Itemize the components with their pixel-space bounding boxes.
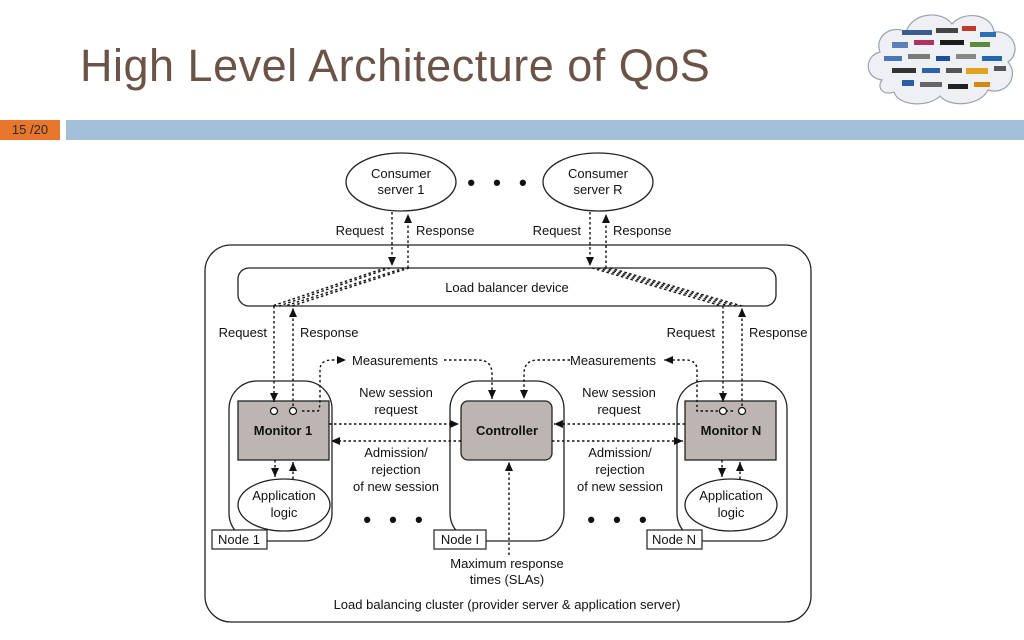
measurements-label-right: Measurements [570,353,656,368]
admission-right-line1: Admission/ [588,445,652,460]
response-label-right: Response [749,325,808,340]
controller-label: Controller [476,423,538,438]
monitor-1-probe-right [288,406,298,416]
node-1-container [228,380,333,542]
node-n-label: Node N [652,532,696,547]
node-i-label: Node I [441,532,479,547]
node-i-container [449,380,565,542]
response-label-top-right: Response [613,223,672,238]
vendor-logos-cloud-icon [867,14,1016,105]
monitor-n-probe-right [737,406,747,416]
admission-left-line2: rejection [371,462,420,477]
request-label-left: Request [219,325,268,340]
admission-left-line1: Admission/ [364,445,428,460]
consumer-1-line2: server 1 [378,182,425,197]
controller-box [460,400,553,461]
cluster-label: Load balancing cluster (provider server … [334,597,681,612]
load-balancer-label: Load balancer device [445,280,569,295]
node-ellipsis-right: • • • [587,507,652,532]
new-session-left-line2: request [374,402,418,417]
request-label-top-left: Request [336,223,385,238]
consumer-r-line2: server R [573,182,622,197]
consumer-1-line1: Consumer [371,166,432,181]
application-logic-n [684,478,778,532]
consumer-server-r [542,152,654,212]
monitor-1-label: Monitor 1 [254,423,313,438]
max-response-line1: Maximum response [450,556,563,571]
header-bar [66,120,1024,140]
monitor-n-probe-left [718,406,728,416]
admission-left-line3: of new session [353,479,439,494]
monitor-1-probe-left [269,406,279,416]
consumer-server-1 [345,152,457,212]
consumer-r-line1: Consumer [568,166,629,181]
request-label-right: Request [667,325,716,340]
max-response-line2: times (SLAs) [470,572,544,587]
slide-title: High Level Architecture of QoS [80,40,711,91]
application-logic-1 [237,478,331,532]
load-balancer-device [237,267,777,307]
load-balancing-cluster [204,244,812,623]
node-1-label-box [211,529,268,550]
consumer-ellipsis: • • • [467,170,532,195]
node-n-container [676,380,788,542]
new-session-left-line1: New session [359,385,433,400]
request-label-top-right: Request [533,223,582,238]
new-session-right-line1: New session [582,385,656,400]
app-logic-n-line2: logic [718,505,745,520]
admission-right-line3: of new session [577,479,663,494]
node-ellipsis-left: • • • [363,507,428,532]
app-logic-n-line1: Application [699,488,763,503]
monitor-n-label: Monitor N [701,423,762,438]
measurements-label-left: Measurements [352,353,438,368]
response-label-left: Response [300,325,359,340]
admission-right-line2: rejection [595,462,644,477]
node-n-label-box [646,529,703,550]
node-1-label: Node 1 [218,532,260,547]
app-logic-1-line1: Application [252,488,316,503]
new-session-right-line2: request [597,402,641,417]
page-number: 15 /20 [0,120,60,140]
response-label-top-left: Response [416,223,475,238]
node-i-label-box [433,529,487,550]
app-logic-1-line2: logic [271,505,298,520]
